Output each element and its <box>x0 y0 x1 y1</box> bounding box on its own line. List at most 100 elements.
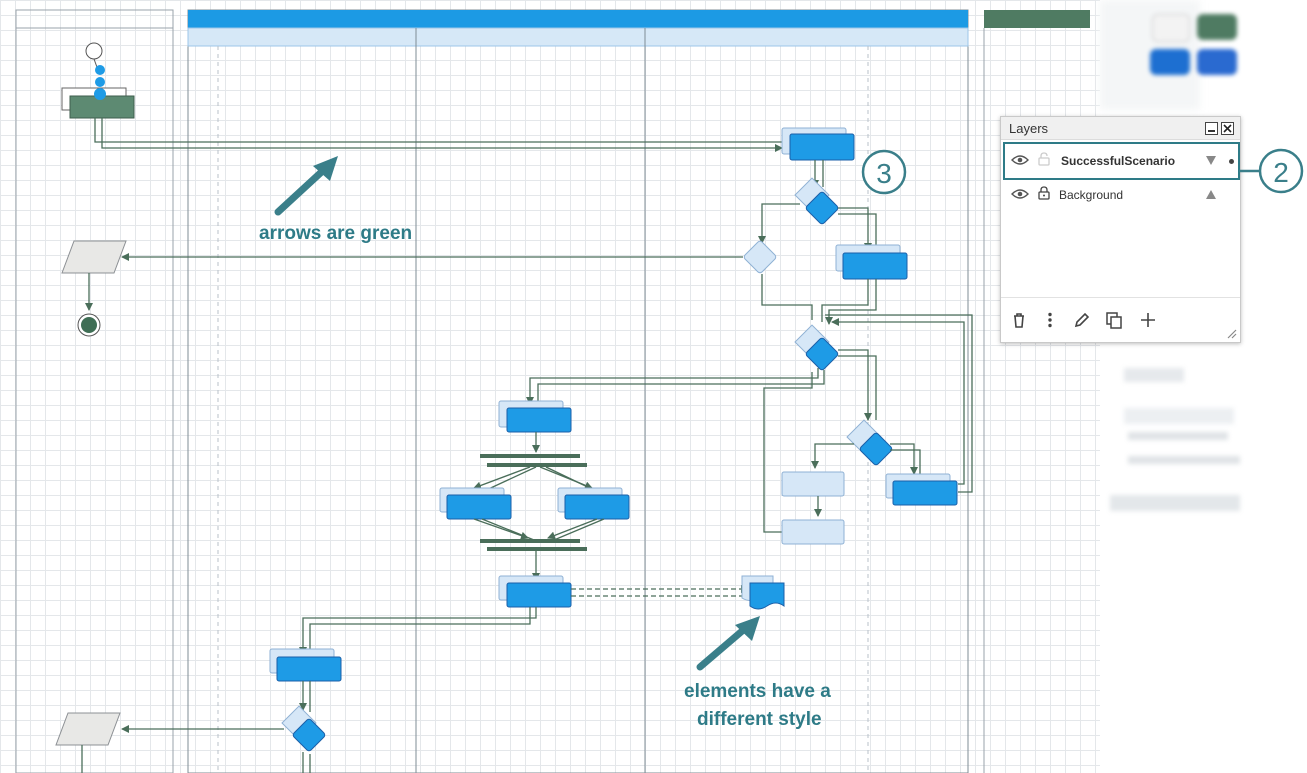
connector[interactable] <box>473 466 531 490</box>
task[interactable] <box>789 133 855 161</box>
task-inactive[interactable] <box>781 471 845 497</box>
gateway[interactable] <box>805 337 839 371</box>
fork-bar[interactable] <box>487 463 587 467</box>
callout-2-label: 2 <box>1273 157 1289 188</box>
arrows-note: arrows are green <box>259 223 412 244</box>
layers-panel-header[interactable]: Layers <box>1001 117 1240 140</box>
eye-icon[interactable] <box>1011 154 1029 166</box>
connector[interactable] <box>838 213 877 250</box>
style-swatch[interactable] <box>1197 14 1237 40</box>
minimize-button[interactable] <box>1205 122 1218 135</box>
blurred-control <box>1124 368 1184 382</box>
gateway-inactive[interactable] <box>743 240 777 274</box>
left-lane[interactable] <box>15 9 174 773</box>
annotation-arrowhead <box>313 156 338 181</box>
triangle-down-icon[interactable] <box>1206 156 1216 165</box>
style-swatch[interactable] <box>1150 49 1190 75</box>
lock-icon[interactable] <box>1038 186 1050 200</box>
end-event-inner <box>81 317 97 333</box>
connector[interactable] <box>537 370 825 404</box>
task[interactable] <box>276 656 342 682</box>
join-bar[interactable] <box>487 547 587 551</box>
right-pool-header[interactable] <box>984 10 1090 28</box>
annotation-arrow <box>274 162 332 216</box>
active-layer-dot <box>1229 159 1234 164</box>
connector[interactable] <box>838 349 872 421</box>
task[interactable] <box>892 480 958 506</box>
duplicate-icon[interactable] <box>1104 310 1124 330</box>
style-swatch[interactable] <box>1152 14 1190 42</box>
connector[interactable] <box>473 518 529 540</box>
plus-icon[interactable] <box>1138 310 1158 330</box>
connector[interactable] <box>299 607 537 655</box>
task[interactable] <box>446 494 512 520</box>
layers-title: Layers <box>1009 121 1049 136</box>
gateway[interactable] <box>859 432 893 466</box>
connector[interactable] <box>831 318 965 485</box>
task[interactable] <box>564 494 630 520</box>
annotation-arrow <box>696 622 752 671</box>
selection-handle[interactable] <box>95 65 105 75</box>
triangle-up-icon[interactable] <box>1206 190 1216 199</box>
blurred-control <box>1110 495 1240 511</box>
connector[interactable] <box>811 443 854 469</box>
task-inactive[interactable] <box>781 519 845 545</box>
data-input-top[interactable] <box>61 240 127 274</box>
close-icon <box>1223 124 1232 133</box>
elements-note-line1: elements have a <box>684 681 831 702</box>
blurred-control <box>1124 408 1234 424</box>
resize-grip-icon[interactable] <box>1225 327 1237 339</box>
pencil-icon[interactable] <box>1072 310 1092 330</box>
connector[interactable] <box>761 274 813 320</box>
pool-header[interactable] <box>188 10 968 28</box>
layer-row-successful-scenario[interactable]: SuccessfulScenario <box>1003 142 1240 180</box>
join-bar[interactable] <box>480 539 580 543</box>
diagram-svg: arrows are green elements have a differe… <box>15 9 1090 773</box>
selection-handle[interactable] <box>94 88 106 100</box>
selection-handle[interactable] <box>95 77 105 87</box>
connector[interactable] <box>553 518 605 541</box>
layer-row-background[interactable]: Background <box>1003 178 1236 212</box>
more-vertical-icon[interactable] <box>1040 310 1060 330</box>
layers-panel[interactable]: Layers SuccessfulScenario <box>1000 116 1241 343</box>
connector[interactable] <box>838 355 877 420</box>
task[interactable] <box>842 252 908 280</box>
connector[interactable] <box>101 118 783 152</box>
task[interactable] <box>506 407 572 433</box>
fork-bar[interactable] <box>480 454 580 458</box>
trash-icon[interactable] <box>1009 310 1029 330</box>
callout-3: 3 <box>876 158 892 189</box>
minimize-icon <box>1208 130 1215 132</box>
connector[interactable] <box>309 607 531 656</box>
gateway[interactable] <box>292 718 326 752</box>
connector[interactable] <box>94 118 782 143</box>
data-input-bottom[interactable] <box>55 712 121 746</box>
close-button[interactable] <box>1221 122 1234 135</box>
connector[interactable] <box>758 203 800 244</box>
style-swatch[interactable] <box>1197 49 1237 75</box>
gateway[interactable] <box>805 191 839 225</box>
diagram-canvas[interactable]: arrows are green elements have a differe… <box>0 0 1100 773</box>
layers-toolbar-divider <box>1001 297 1240 298</box>
connector[interactable] <box>547 518 598 540</box>
layer-name[interactable]: SuccessfulScenario <box>1061 154 1176 168</box>
start-event[interactable] <box>85 42 103 60</box>
connector[interactable] <box>890 443 918 475</box>
layer-name[interactable]: Background <box>1059 188 1124 202</box>
elements-note-line2: different style <box>697 709 822 730</box>
connector[interactable] <box>825 314 973 493</box>
connector[interactable] <box>763 372 813 533</box>
task[interactable] <box>506 582 572 608</box>
eye-icon[interactable] <box>1011 188 1029 200</box>
connector[interactable] <box>838 207 872 251</box>
connector[interactable] <box>821 279 869 322</box>
connector[interactable] <box>481 518 535 541</box>
connector[interactable] <box>825 279 877 325</box>
unlock-icon[interactable] <box>1038 152 1050 166</box>
connector[interactable] <box>526 368 819 405</box>
blurred-control <box>1128 456 1240 464</box>
blurred-control <box>1128 432 1228 440</box>
callout-3-circle <box>861 149 907 195</box>
connector[interactable] <box>890 449 921 476</box>
data-object[interactable] <box>749 582 785 610</box>
